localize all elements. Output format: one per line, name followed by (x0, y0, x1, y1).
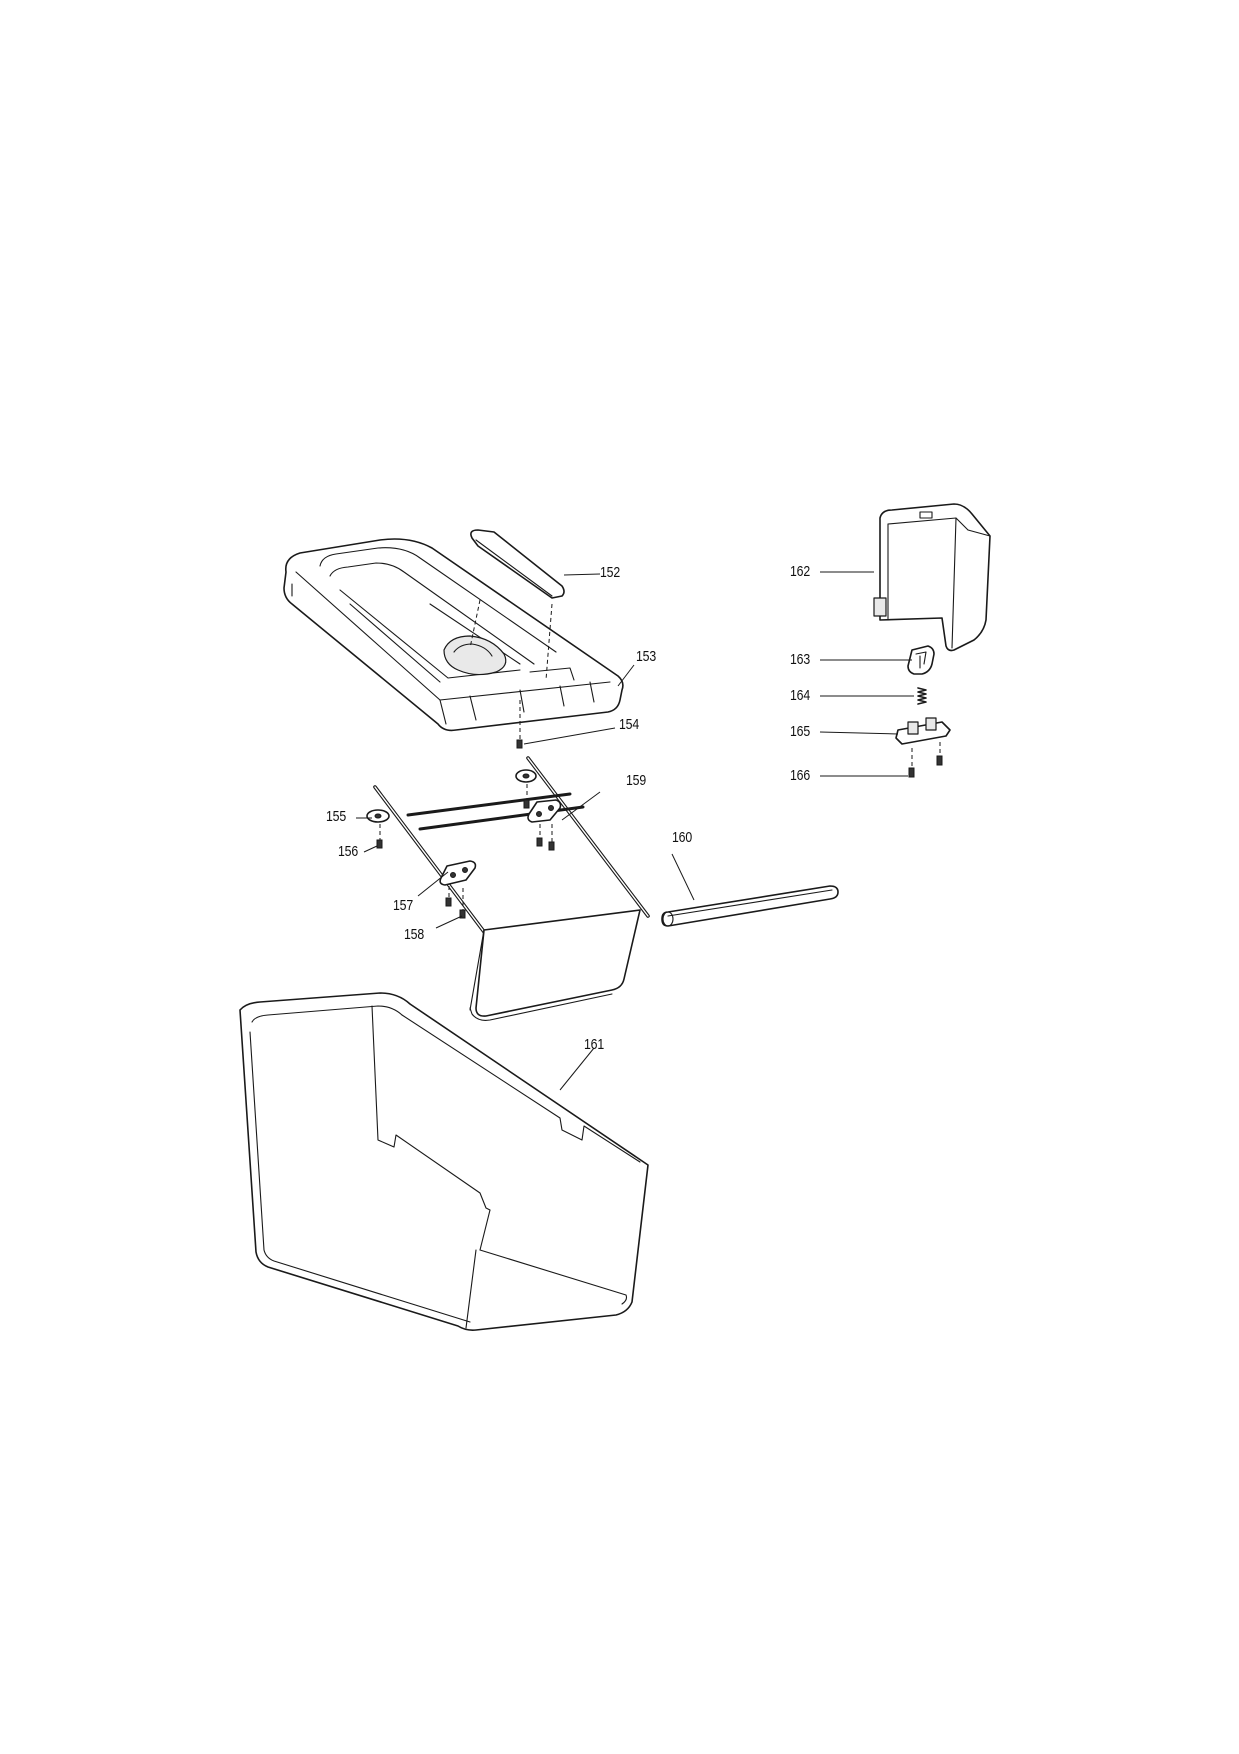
label-157: 157 (393, 897, 414, 914)
label-158: 158 (404, 926, 425, 943)
part-156-screw (376, 824, 383, 849)
part-152-handle-grip (470, 529, 565, 599)
part-160-rod (661, 885, 839, 927)
label-155: 155 (326, 808, 347, 825)
dash-152-153b (545, 603, 553, 681)
part-163-latch (907, 645, 935, 675)
part-166-screw (908, 755, 943, 778)
label-159: 159 (626, 772, 647, 789)
label-160: 160 (672, 829, 693, 846)
part-158-screw (445, 784, 555, 919)
label-166: 166 (790, 767, 811, 784)
part-159-frame (373, 756, 650, 1021)
part-154-screw (516, 700, 523, 749)
part-162-flap (873, 503, 991, 652)
label-161: 161 (584, 1036, 605, 1053)
part-157-bracket (439, 769, 562, 886)
part-153-lid (283, 538, 624, 732)
label-152: 152 (600, 564, 621, 581)
label-163: 163 (790, 651, 811, 668)
part-161-grass-bag (239, 992, 649, 1331)
part-164-spring (917, 687, 927, 705)
part-155-washer (366, 809, 390, 823)
label-165: 165 (790, 723, 811, 740)
leader-lines (356, 571, 914, 1091)
label-156: 156 (338, 843, 359, 860)
label-153: 153 (636, 648, 657, 665)
label-154: 154 (619, 716, 640, 733)
label-164: 164 (790, 687, 811, 704)
part-165-base (895, 717, 951, 768)
dash-152-153 (469, 599, 481, 649)
label-162: 162 (790, 563, 811, 580)
